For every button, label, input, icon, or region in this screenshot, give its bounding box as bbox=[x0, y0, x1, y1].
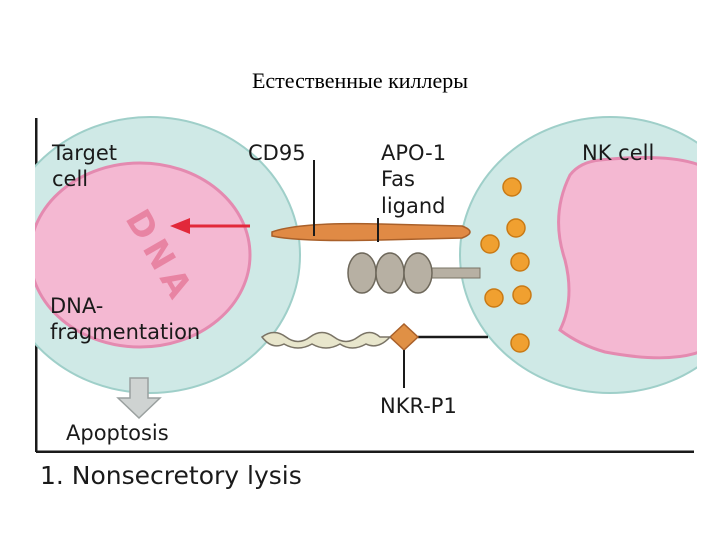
granule bbox=[510, 252, 530, 272]
nk-nucleus bbox=[557, 156, 720, 360]
fas-ligand-receptor bbox=[271, 222, 471, 242]
nkr-ligand bbox=[260, 331, 392, 349]
granule bbox=[506, 218, 526, 238]
apoptosis-down-arrow bbox=[116, 377, 162, 420]
slide-title: Естественные киллеры bbox=[251, 68, 469, 93]
label-cd95: CD95 bbox=[248, 141, 306, 165]
granule bbox=[512, 285, 532, 305]
ig-domain bbox=[403, 252, 433, 294]
granules bbox=[480, 177, 532, 353]
label-apo1: APO-1 bbox=[381, 141, 446, 165]
granule bbox=[480, 234, 500, 254]
label-dna-line1: DNA- bbox=[50, 294, 103, 318]
label-dna-line2: fragmentation bbox=[50, 320, 200, 344]
bottom-mask bbox=[0, 453, 720, 540]
ig-domain bbox=[375, 252, 405, 294]
ig-domain bbox=[347, 252, 377, 294]
label-fas: Fas bbox=[381, 167, 415, 191]
label-target-line2: cell bbox=[52, 167, 88, 191]
granule bbox=[502, 177, 522, 197]
label-nkr-p1: NKR-P1 bbox=[380, 394, 457, 418]
granule bbox=[510, 333, 530, 353]
label-ligand: ligand bbox=[381, 194, 446, 218]
label-nk-cell: NK cell bbox=[582, 141, 654, 165]
label-target-line1: Target bbox=[51, 141, 117, 165]
granule bbox=[484, 288, 504, 308]
figure-caption: 1. Nonsecretory lysis bbox=[40, 461, 302, 490]
nkr-receptor-head bbox=[388, 322, 420, 352]
apoptosis-signal-arrowhead bbox=[170, 218, 190, 234]
label-apoptosis: Apoptosis bbox=[66, 421, 169, 445]
right-mask bbox=[697, 100, 720, 460]
left-mask bbox=[0, 100, 35, 460]
